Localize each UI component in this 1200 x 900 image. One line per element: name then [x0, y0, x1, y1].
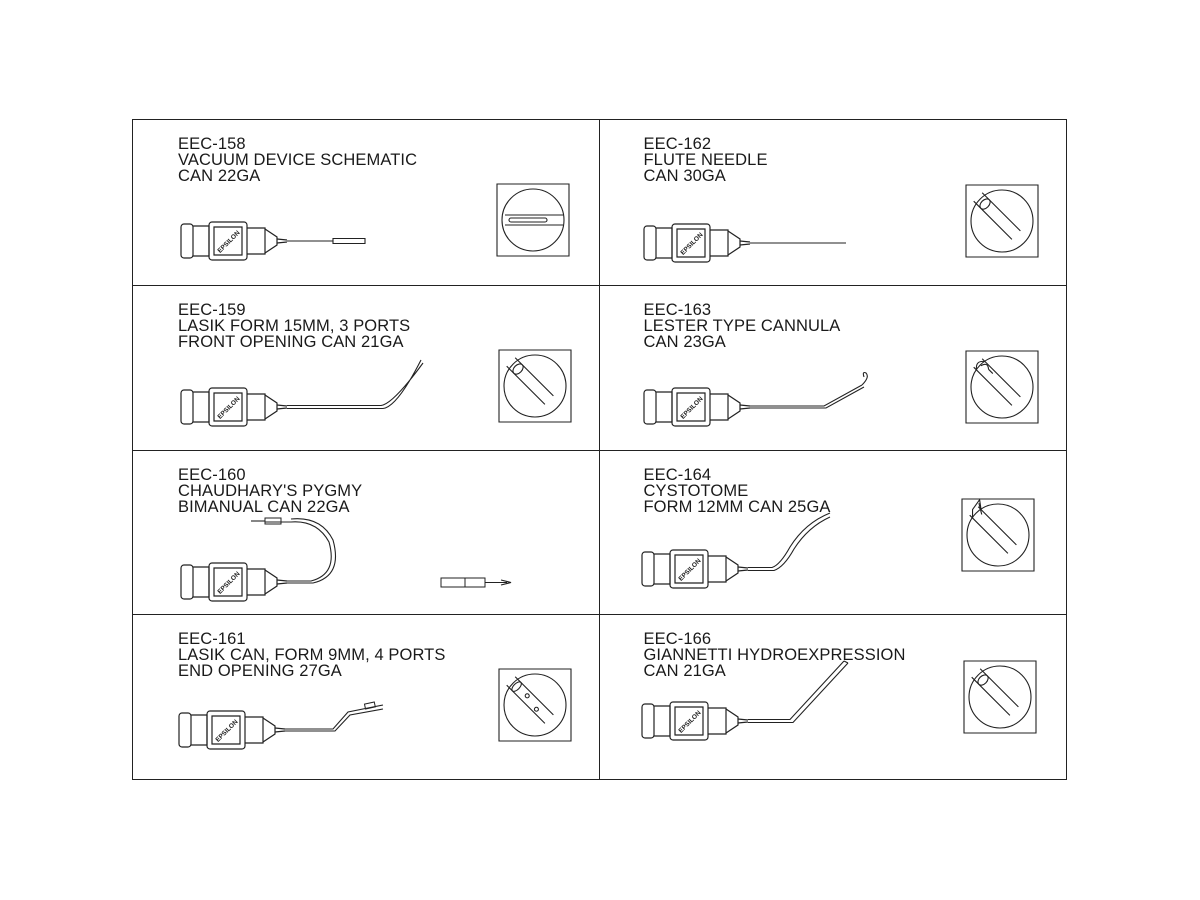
cannula-drawing: EPSILON — [133, 120, 600, 285]
product-description-line: BIMANUAL CAN 22GA — [178, 497, 350, 516]
hub-icon: EPSILON — [642, 702, 748, 740]
cannula-shaft — [265, 521, 331, 580]
product-description-line: CAN 22GA — [178, 167, 261, 185]
product-description-line: CYSTOTOME — [643, 481, 749, 500]
product-code: EEC-159 — [178, 300, 246, 319]
open-end-tip-icon — [964, 661, 1036, 733]
open-end-tip-icon — [966, 185, 1038, 257]
product-description-line: LESTER TYPE CANNULA — [643, 316, 841, 335]
cannula-drawing: EPSILON — [600, 286, 1067, 451]
brand-logo: EPSILON — [216, 395, 241, 420]
product-description-line: FORM 12MM CAN 25GA — [643, 497, 831, 516]
hub-icon: EPSILON — [179, 711, 285, 749]
product-code: EEC-160 — [178, 465, 246, 484]
hub-icon: EPSILON — [644, 388, 750, 426]
cannula-shaft — [485, 580, 511, 585]
front-opening-tip-icon — [499, 350, 571, 422]
product-description-line: CAN 21GA — [643, 662, 726, 681]
product-description-line: FLUTE NEEDLE — [643, 151, 768, 169]
product-description-line: FRONT OPENING CAN 21GA — [178, 332, 404, 351]
slot-tip-icon — [497, 184, 569, 256]
product-code: EEC-162 — [643, 135, 712, 153]
product-description-line: LASIK FORM 15MM, 3 PORTS — [178, 316, 411, 335]
cannula-shaft — [287, 518, 336, 582]
cystotome-tip-icon — [962, 499, 1034, 571]
product-code: EEC-166 — [643, 630, 712, 649]
hub-icon: EPSILON — [181, 388, 287, 426]
brand-logo: EPSILON — [677, 557, 702, 582]
brand-logo: EPSILON — [216, 229, 241, 254]
brand-logo: EPSILON — [214, 719, 239, 744]
product-description-line: LASIK CAN, FORM 9MM, 4 PORTS — [178, 646, 446, 665]
product-description-line: CAN 23GA — [643, 332, 726, 351]
product-code: EEC-164 — [643, 465, 712, 484]
hub-icon: EPSILON — [642, 550, 748, 588]
handpiece-icon — [441, 578, 485, 587]
hub-icon: EPSILON — [644, 224, 750, 262]
hub-icon: EPSILON — [181, 563, 287, 601]
product-description-line: VACUUM DEVICE SCHEMATIC — [178, 151, 418, 169]
cannula-drawing: EPSILON — [600, 120, 1067, 285]
product-description-line: CAN 30GA — [643, 167, 726, 185]
brand-logo: EPSILON — [679, 231, 704, 256]
ported-tip-icon — [499, 669, 571, 741]
cannula-drawing: EPSILON — [600, 615, 1067, 780]
cannula-drawing: EPSILON — [133, 451, 600, 616]
cannula-drawing: EPSILON — [133, 615, 600, 780]
product-description-line: CHAUDHARY'S PYGMY — [178, 481, 363, 500]
product-code: EEC-163 — [643, 300, 712, 319]
cannula-shaft — [748, 661, 848, 723]
lester-tip-icon — [966, 351, 1038, 423]
brand-logo: EPSILON — [679, 395, 704, 420]
product-description-line: END OPENING 27GA — [178, 662, 342, 681]
cannula-drawing: EPSILON — [133, 286, 600, 451]
cannula-shaft — [750, 385, 864, 408]
product-description-line: GIANNETTI HYDROEXPRESSION — [643, 646, 906, 665]
cannula-drawing: EPSILON — [600, 451, 1067, 616]
product-code: EEC-158 — [178, 135, 246, 153]
cannula-shaft — [287, 360, 423, 409]
cannula-shaft — [748, 513, 830, 571]
brand-logo: EPSILON — [216, 570, 241, 595]
product-code: EEC-161 — [178, 630, 246, 649]
brand-logo: EPSILON — [677, 710, 702, 735]
hub-icon: EPSILON — [181, 222, 287, 260]
